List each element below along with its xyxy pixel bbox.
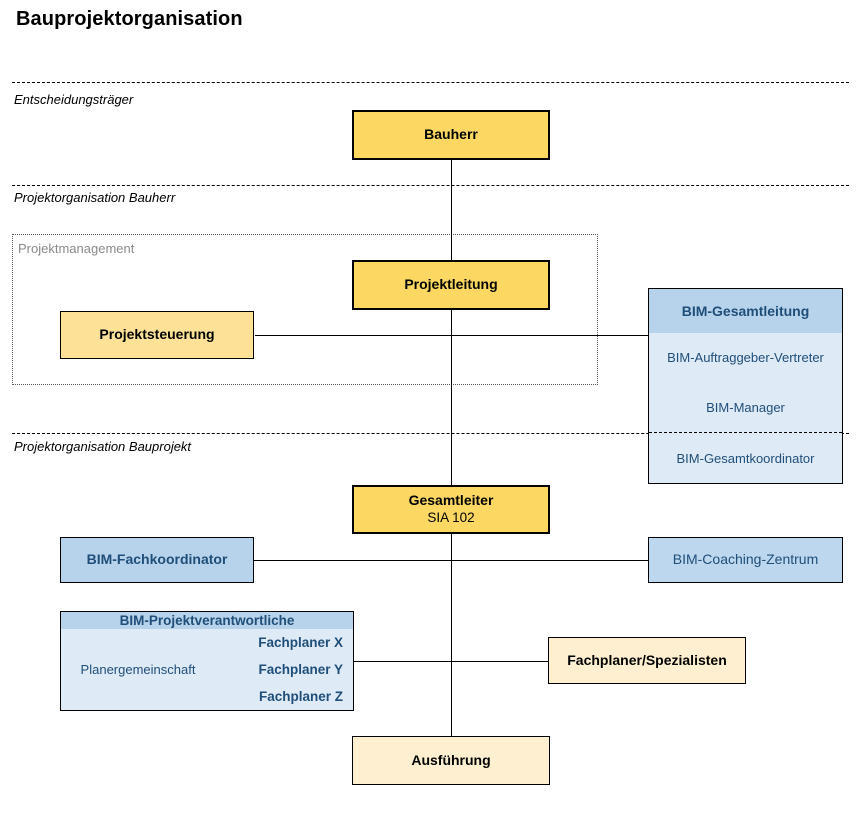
band-label-entscheidungstraeger: Entscheidungsträger bbox=[14, 92, 134, 107]
panel-bim-gesamtleitung-header: BIM-Gesamtleitung bbox=[649, 289, 842, 333]
group-bim-projektverantwortliche-body: Planergemeinschaft Fachplaner X Fachplan… bbox=[61, 629, 353, 710]
page-title: Bauprojektorganisation bbox=[16, 8, 243, 30]
box-gesamtleiter-label: Gesamtleiter bbox=[408, 492, 494, 509]
member-fachplaner-z: Fachplaner Z bbox=[258, 689, 343, 704]
band-label-projektorganisation-bauprojekt: Projektorganisation Bauprojekt bbox=[14, 439, 192, 454]
group-label-projektmanagement: Projektmanagement bbox=[18, 241, 135, 256]
box-fachplaner-spezialisten[interactable]: Fachplaner/Spezialisten bbox=[548, 637, 746, 684]
box-projektleitung[interactable]: Projektleitung bbox=[352, 260, 550, 310]
box-gesamtleiter-sublabel: SIA 102 bbox=[427, 509, 475, 525]
group-frame-projektmanagement bbox=[12, 234, 598, 385]
box-bim-coaching-zentrum[interactable]: BIM-Coaching-Zentrum bbox=[648, 537, 843, 583]
box-bim-coaching-zentrum-label: BIM-Coaching-Zentrum bbox=[672, 551, 819, 568]
divider-projektorganisation-bauherr bbox=[12, 185, 849, 186]
member-fachplaner-x: Fachplaner X bbox=[258, 635, 343, 650]
divider-entscheidungstraeger bbox=[12, 82, 849, 83]
panel-row-bim-manager: BIM-Manager bbox=[706, 400, 785, 415]
band-label-projektorganisation-bauherr: Projektorganisation Bauherr bbox=[14, 190, 176, 205]
panel-row-bim-auftraggeber-vertreter: BIM-Auftraggeber-Vertreter bbox=[667, 350, 824, 366]
planergemeinschaft-members: Fachplaner X Fachplaner Y Fachplaner Z bbox=[215, 629, 353, 710]
connector-bauherr-projektleitung bbox=[451, 160, 452, 260]
box-bim-fachkoordinator[interactable]: BIM-Fachkoordinator bbox=[60, 537, 254, 583]
planergemeinschaft-label: Planergemeinschaft bbox=[80, 662, 196, 677]
connector-planergemeinschaft-fachplaner bbox=[354, 661, 548, 662]
box-bauherr[interactable]: Bauherr bbox=[352, 110, 550, 160]
box-projektleitung-label: Projektleitung bbox=[404, 276, 498, 293]
box-bauherr-label: Bauherr bbox=[424, 126, 478, 143]
panel-row-bim-gesamtkoordinator: BIM-Gesamtkoordinator bbox=[649, 432, 842, 483]
box-bim-fachkoordinator-label: BIM-Fachkoordinator bbox=[86, 551, 228, 568]
connector-gesamtleiter-ausfuehrung bbox=[451, 534, 452, 736]
box-fachplaner-spezialisten-label: Fachplaner/Spezialisten bbox=[567, 651, 727, 668]
box-projektsteuerung-label: Projektsteuerung bbox=[99, 326, 215, 343]
box-projektsteuerung[interactable]: Projektsteuerung bbox=[60, 311, 254, 359]
connector-projektleitung-gesamtleiter bbox=[451, 310, 452, 485]
group-bim-projektverantwortliche[interactable]: BIM-Projektverantwortliche Planergemeins… bbox=[60, 611, 354, 711]
divider-projektorganisation-bauprojekt bbox=[12, 433, 849, 434]
box-ausfuehrung-label: Ausführung bbox=[411, 751, 491, 768]
group-bim-projektverantwortliche-header: BIM-Projektverantwortliche bbox=[61, 612, 353, 629]
member-fachplaner-y: Fachplaner Y bbox=[258, 662, 343, 677]
box-ausfuehrung[interactable]: Ausführung bbox=[352, 736, 550, 785]
connector-projektsteuerung-bim-gesamtleitung bbox=[255, 335, 649, 336]
panel-bim-gesamtleitung[interactable]: BIM-Gesamtleitung BIM-Auftraggeber-Vertr… bbox=[648, 288, 843, 484]
connector-fachkoordinator-coaching-zentrum bbox=[254, 560, 649, 561]
box-gesamtleiter[interactable]: Gesamtleiter SIA 102 bbox=[352, 485, 550, 534]
